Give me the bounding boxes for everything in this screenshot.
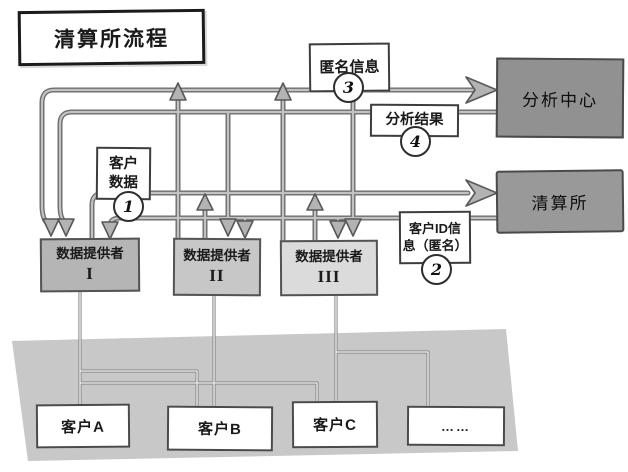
- down-arrow: [42, 218, 60, 237]
- label-customer-data-line2: 数据: [108, 174, 138, 191]
- node-customer-b: 客户B: [166, 405, 274, 452]
- node-data-provider-1: 数据提供者 I: [39, 237, 141, 293]
- down-arrow: [57, 218, 75, 237]
- arrow-to-clearing-house: [465, 179, 498, 207]
- provider-2-label: 数据提供者: [183, 247, 251, 264]
- down-arrow: [344, 218, 362, 237]
- arrowheads: [42, 76, 498, 240]
- node-analysis-center-label: 分析中心: [521, 90, 599, 110]
- step-number-1: 1: [113, 191, 144, 222]
- customer-network-ground: [12, 329, 518, 461]
- up-arrow: [306, 193, 324, 211]
- provider-1-numeral: I: [86, 263, 94, 283]
- provider-3-numeral: III: [317, 266, 341, 286]
- node-customer-a: 客户A: [35, 403, 131, 449]
- down-arrow: [236, 220, 254, 239]
- node-data-provider-3: 数据提供者 III: [279, 239, 379, 297]
- node-customer-more: ……: [406, 405, 506, 447]
- node-clearing-house-label: 清算所: [531, 193, 589, 214]
- customer-lines: [78, 290, 430, 408]
- down-arrow: [101, 221, 119, 240]
- provider-2-numeral: II: [209, 265, 225, 285]
- node-customer-c: 客户C: [291, 400, 379, 449]
- provider-3-label: 数据提供者: [295, 248, 363, 265]
- node-data-provider-2: 数据提供者 II: [172, 237, 262, 297]
- arrow-to-analysis-center: [465, 76, 498, 104]
- label-customer-data-line1: 客户: [109, 155, 139, 172]
- diagram-title: 清算所流程: [17, 8, 206, 67]
- node-clearing-house: 清算所: [495, 169, 625, 234]
- step-number-3: 3: [333, 72, 364, 103]
- step-number-4: 4: [400, 126, 431, 157]
- down-arrow: [219, 218, 237, 237]
- down-arrow: [329, 220, 347, 239]
- node-analysis-center: 分析中心: [495, 57, 625, 139]
- up-arrow: [274, 82, 292, 101]
- up-arrow: [169, 82, 187, 101]
- up-arrow: [196, 193, 214, 211]
- step-number-2: 2: [421, 254, 452, 285]
- label-customer-id-line1: 客户ID信: [408, 220, 461, 236]
- provider-1-label: 数据提供者: [56, 245, 124, 262]
- label-customer-id-line2: 息（匿名）: [402, 237, 468, 253]
